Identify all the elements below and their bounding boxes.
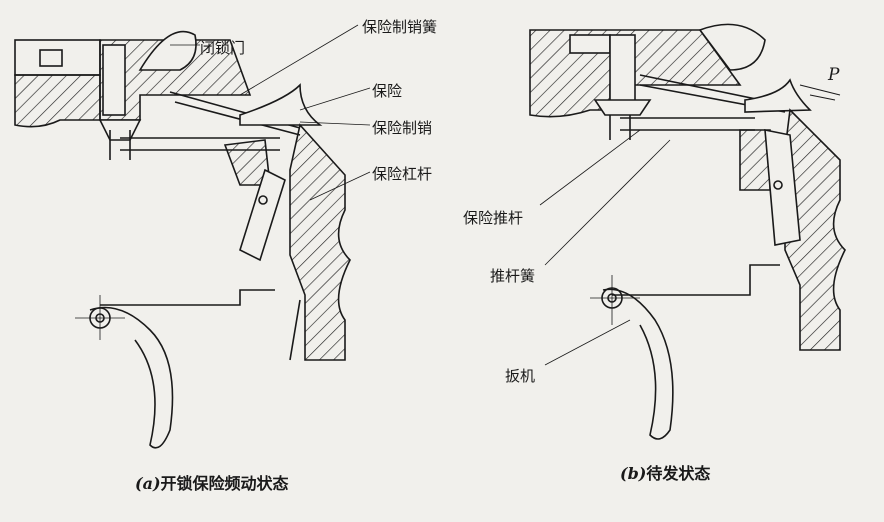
label-safety-pin: 保险制销	[372, 119, 433, 137]
label-trigger: 扳机	[505, 367, 536, 385]
label-force-p: P	[828, 65, 840, 85]
diagram-a	[14, 24, 371, 449]
diagram-b	[529, 23, 846, 440]
caption-a-text: 开锁保险频动状态	[160, 474, 289, 493]
label-push-rod-spring: 推杆簧	[490, 267, 536, 285]
caption-a: (a)开锁保险频动状态	[135, 470, 289, 494]
caption-b-mark: (b)	[620, 464, 647, 483]
label-bolt-gate: 闭锁门	[200, 39, 246, 57]
caption-b: (b)待发状态	[620, 460, 710, 484]
label-safety: 保险	[372, 82, 403, 100]
label-safety-push-rod: 保险推杆	[463, 209, 524, 227]
label-safety-lever: 保险杠杆	[372, 165, 433, 183]
caption-a-mark: (a)	[135, 474, 161, 493]
caption-b-text: 待发状态	[646, 464, 711, 483]
label-safety-pin-spring: 保险制销簧	[362, 18, 438, 36]
